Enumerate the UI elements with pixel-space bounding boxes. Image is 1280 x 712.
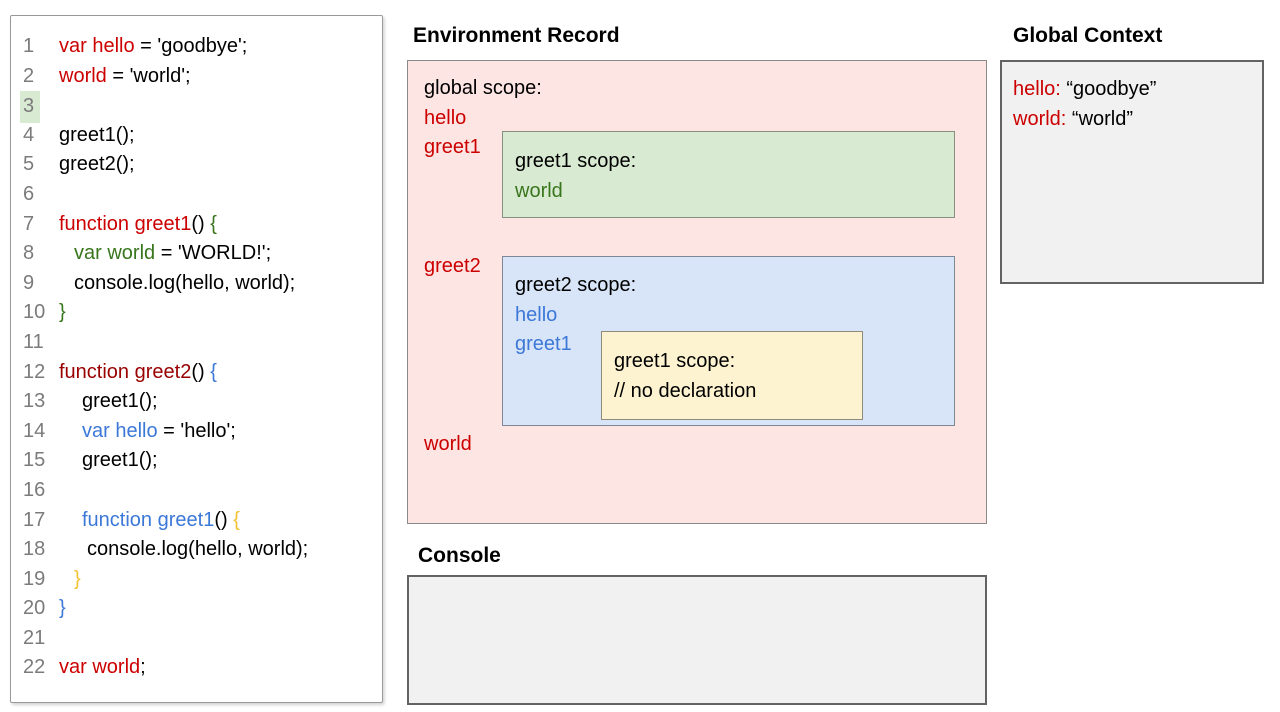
- line-number: 22: [23, 656, 46, 679]
- line-number: 18: [23, 538, 46, 561]
- code-line: 11: [11, 328, 382, 358]
- code-line: 3: [11, 91, 382, 123]
- no-declaration-comment: // no declaration: [614, 379, 757, 402]
- env-var-greet2: greet2: [424, 255, 481, 277]
- code-text: var world;: [59, 656, 146, 679]
- global-context-entry: world: “world”: [1013, 105, 1262, 135]
- inner-greet1-scope-box: greet1 scope: // no declaration: [601, 331, 863, 420]
- env-var-world: world: [424, 433, 472, 455]
- line-number: 2: [23, 64, 35, 87]
- greet2-scope-label: greet2 scope:: [515, 274, 637, 296]
- global-scope-lines: global scope: hello greet1: [424, 74, 542, 163]
- line-number: 15: [23, 449, 46, 472]
- code-text: function greet1() {: [82, 508, 240, 531]
- line-number: 3: [11, 91, 59, 123]
- code-text: greet1();: [59, 123, 135, 146]
- code-text: }: [59, 301, 66, 324]
- code-text: greet1();: [82, 390, 158, 413]
- line-number: 13: [23, 390, 46, 413]
- code-line: 19}: [11, 565, 382, 595]
- code-line: 7 function greet1() {: [11, 210, 382, 240]
- greet2-var-hello: hello: [515, 303, 558, 326]
- code-text: var hello = 'hello';: [82, 419, 236, 442]
- inner-greet1-scope-label: greet1 scope:: [614, 350, 736, 372]
- line-number: 6: [23, 182, 35, 205]
- code-line: 9 console.log(hello, world);: [11, 269, 382, 299]
- line-number: 20: [23, 597, 46, 620]
- code-text: console.log(hello, world);: [74, 271, 296, 294]
- global-scope-label: global scope:: [424, 77, 542, 99]
- greet1-scope-box: greet1 scope: world: [502, 131, 955, 218]
- global-context-entry: hello: “goodbye”: [1013, 75, 1262, 105]
- code-line: 13 greet1();: [11, 387, 382, 417]
- code-text: var hello = 'goodbye';: [59, 35, 248, 57]
- code-lines: 1 var hello = 'goodbye'; 2 world = 'world';…: [11, 16, 382, 683]
- line-number: 9: [23, 271, 35, 294]
- context-value-world: “world”: [1066, 107, 1134, 130]
- code-text: function greet1() {: [59, 212, 217, 235]
- code-line: 17 function greet1() {: [11, 506, 382, 536]
- highlighted-line-number: 3: [20, 91, 41, 123]
- console-title: Console: [418, 544, 501, 567]
- line-number: 19: [23, 567, 46, 590]
- code-line: 4 greet1();: [11, 121, 382, 151]
- line-number: 21: [23, 626, 46, 649]
- code-line: 10}: [11, 298, 382, 328]
- greet2-var-greet1: greet1: [515, 333, 572, 355]
- code-text: function greet2() {: [59, 360, 217, 383]
- code-line: 8 var world = 'WORLD!';: [11, 239, 382, 269]
- line-number: 17: [23, 508, 46, 531]
- code-line: 12 function greet2() {: [11, 358, 382, 388]
- code-line: 20}: [11, 594, 382, 624]
- line-number: 10: [23, 301, 46, 324]
- context-key-hello: hello:: [1013, 78, 1061, 100]
- code-line: 6: [11, 180, 382, 210]
- line-number: 11: [23, 330, 44, 353]
- line-number: 1: [23, 35, 35, 57]
- global-context-title: Global Context: [1013, 24, 1163, 47]
- code-line: 14 var hello = 'hello';: [11, 417, 382, 447]
- greet1-scope-label: greet1 scope:: [515, 150, 637, 172]
- line-number: 14: [23, 419, 46, 442]
- code-text: var world = 'WORLD!';: [74, 242, 272, 265]
- code-text: greet1();: [82, 449, 158, 472]
- code-text: greet2();: [59, 153, 135, 176]
- code-text: world = 'world';: [59, 64, 191, 87]
- line-number: 8: [23, 242, 35, 265]
- line-number: 16: [23, 478, 46, 501]
- code-line: 18 console.log(hello, world);: [11, 535, 382, 565]
- global-scope-box: global scope: hello greet1 greet1 scope:…: [407, 60, 987, 524]
- code-line: 5 greet2();: [11, 150, 382, 180]
- context-value-goodbye: “goodbye”: [1060, 78, 1157, 100]
- code-line: 21: [11, 624, 382, 654]
- code-text: }: [74, 567, 81, 590]
- code-text: console.log(hello, world);: [87, 538, 309, 561]
- global-context-box: hello: “goodbye” world: “world”: [1000, 60, 1264, 284]
- line-number: 7: [23, 212, 35, 235]
- console-output-box: [407, 575, 987, 705]
- code-line: 16: [11, 476, 382, 506]
- context-key-world: world:: [1013, 107, 1067, 130]
- code-line: 15 greet1();: [11, 446, 382, 476]
- code-editor-panel: 1 var hello = 'goodbye'; 2 world = 'world';…: [10, 15, 383, 703]
- greet1-var-world: world: [515, 179, 563, 202]
- greet2-scope-box: greet2 scope: hello greet1 greet1 scope:…: [502, 256, 955, 426]
- line-number: 5: [23, 153, 35, 176]
- environment-record-title: Environment Record: [413, 24, 620, 47]
- line-number: 12: [23, 360, 46, 383]
- env-var-greet1: greet1: [424, 136, 481, 158]
- code-text: }: [59, 597, 66, 620]
- line-number: 4: [23, 123, 35, 146]
- code-line: 1 var hello = 'goodbye';: [11, 32, 382, 62]
- code-line: 22 var world;: [11, 653, 382, 683]
- env-var-hello: hello: [424, 106, 467, 129]
- code-line: 2 world = 'world';: [11, 62, 382, 92]
